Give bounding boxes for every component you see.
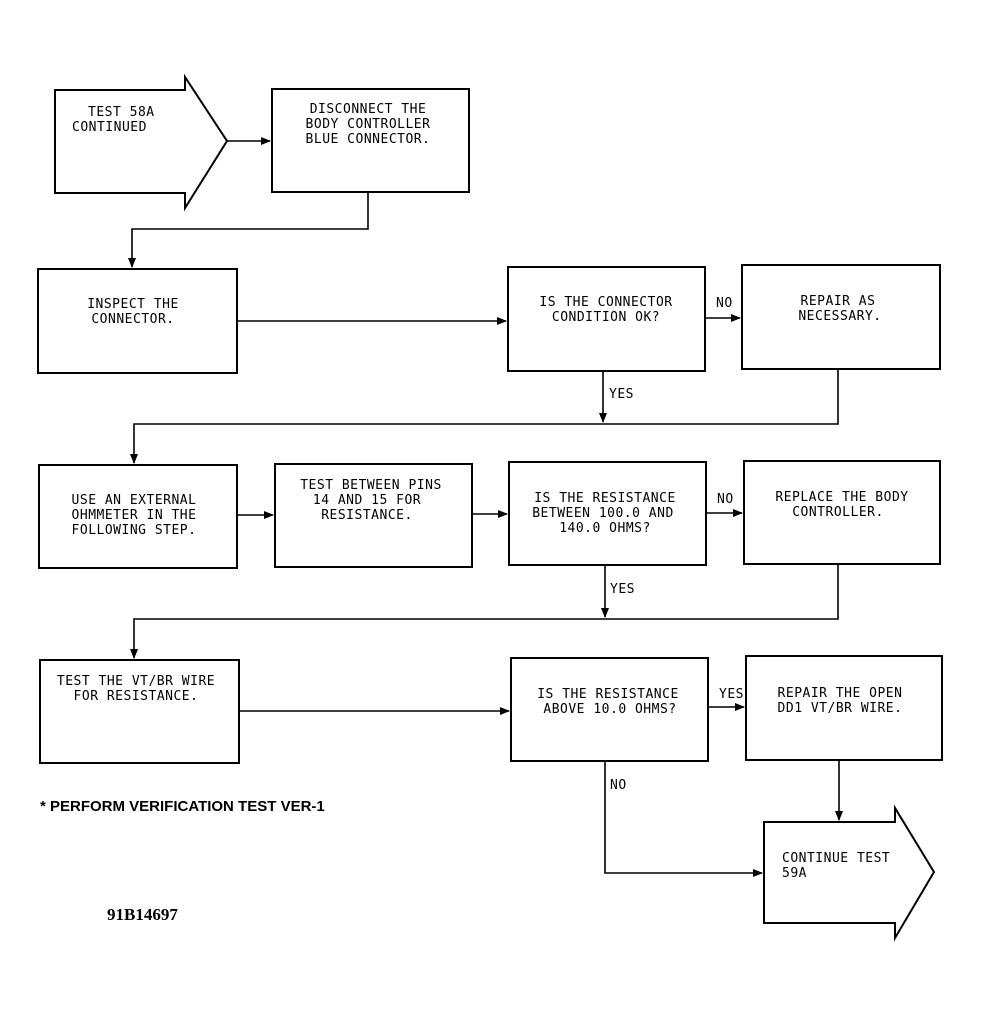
start-node-line-1: TEST 58A bbox=[88, 105, 155, 120]
resistance-range-question: IS THE RESISTANCE BETWEEN 100.0 AND 140.… bbox=[508, 461, 707, 566]
disconnect-connector-step: DISCONNECT THE BODY CONTROLLER BLUE CONN… bbox=[271, 88, 470, 193]
continue-line-1: CONTINUE TEST bbox=[782, 851, 890, 866]
label-no-connector: NO bbox=[716, 296, 733, 311]
label-yes-connector: YES bbox=[609, 387, 634, 402]
resistance-above-question: IS THE RESISTANCE ABOVE 10.0 OHMS? bbox=[510, 657, 709, 762]
ohmmeter-line-3: FOLLOWING STEP. bbox=[72, 523, 197, 538]
repair-connector-line-1: REPAIR AS bbox=[801, 294, 876, 309]
label-yes-above: YES bbox=[719, 687, 744, 702]
start-node-line-2: CONTINUED bbox=[72, 120, 147, 135]
label-no-above: NO bbox=[610, 778, 627, 793]
ohmmeter-line-1: USE AN EXTERNAL bbox=[72, 493, 197, 508]
repair-connector-step: REPAIR AS NECESSARY. bbox=[741, 264, 941, 370]
edge-repair-to-merge bbox=[130, 369, 839, 464]
start-arrow-node: TEST 58A CONTINUED bbox=[54, 73, 229, 212]
repair-wire-line-2: DD1 VT/BR WIRE. bbox=[778, 701, 903, 716]
disconnect-line-2: BODY CONTROLLER bbox=[306, 117, 431, 132]
test-wire-step: TEST THE VT/BR WIRE FOR RESISTANCE. bbox=[39, 659, 240, 764]
use-ohmmeter-step: USE AN EXTERNAL OHMMETER IN THE FOLLOWIN… bbox=[38, 464, 238, 569]
disconnect-line-3: BLUE CONNECTOR. bbox=[306, 132, 431, 147]
q-range-line-3: 140.0 OHMS? bbox=[559, 521, 651, 536]
edge-disconnect-to-inspect bbox=[128, 192, 369, 268]
test-pins-step: TEST BETWEEN PINS 14 AND 15 FOR RESISTAN… bbox=[274, 463, 473, 568]
replace-line-2: CONTROLLER. bbox=[792, 505, 884, 520]
ohmmeter-line-2: OHMMETER IN THE bbox=[72, 508, 197, 523]
q-connector-line-2: CONDITION OK? bbox=[552, 310, 660, 325]
inspect-connector-step: INSPECT THE CONNECTOR. bbox=[37, 268, 238, 374]
continue-arrow-node: CONTINUE TEST 59A bbox=[763, 804, 936, 942]
inspect-line-2: CONNECTOR. bbox=[91, 312, 174, 327]
inspect-line-1: INSPECT THE bbox=[87, 297, 179, 312]
q-above-line-2: ABOVE 10.0 OHMS? bbox=[543, 702, 676, 717]
q-range-line-2: BETWEEN 100.0 AND bbox=[532, 506, 674, 521]
verification-footnote: * PERFORM VERIFICATION TEST VER-1 bbox=[40, 798, 325, 815]
repair-wire-step: REPAIR THE OPEN DD1 VT/BR WIRE. bbox=[745, 655, 943, 761]
replace-controller-step: REPLACE THE BODY CONTROLLER. bbox=[743, 460, 941, 565]
replace-line-1: REPLACE THE BODY bbox=[775, 490, 908, 505]
label-yes-range: YES bbox=[610, 582, 635, 597]
figure-id: 91B14697 bbox=[107, 905, 178, 924]
label-no-range: NO bbox=[717, 492, 734, 507]
disconnect-line-1: DISCONNECT THE bbox=[310, 102, 427, 117]
edge-replace-to-merge bbox=[130, 564, 839, 659]
test-pins-line-2: 14 AND 15 FOR bbox=[313, 493, 421, 508]
test-wire-line-1: TEST THE VT/BR WIRE bbox=[57, 674, 215, 689]
continue-line-2: 59A bbox=[782, 866, 807, 881]
test-wire-line-2: FOR RESISTANCE. bbox=[74, 689, 199, 704]
test-pins-line-3: RESISTANCE. bbox=[321, 508, 413, 523]
q-connector-line-1: IS THE CONNECTOR bbox=[539, 295, 672, 310]
q-above-line-1: IS THE RESISTANCE bbox=[537, 687, 679, 702]
connector-condition-question: IS THE CONNECTOR CONDITION OK? bbox=[507, 266, 706, 372]
test-pins-line-1: TEST BETWEEN PINS bbox=[300, 478, 442, 493]
edge-above-no-to-continue bbox=[604, 761, 763, 877]
repair-connector-line-2: NECESSARY. bbox=[798, 309, 881, 324]
q-range-line-1: IS THE RESISTANCE bbox=[534, 491, 676, 506]
repair-wire-line-1: REPAIR THE OPEN bbox=[778, 686, 903, 701]
